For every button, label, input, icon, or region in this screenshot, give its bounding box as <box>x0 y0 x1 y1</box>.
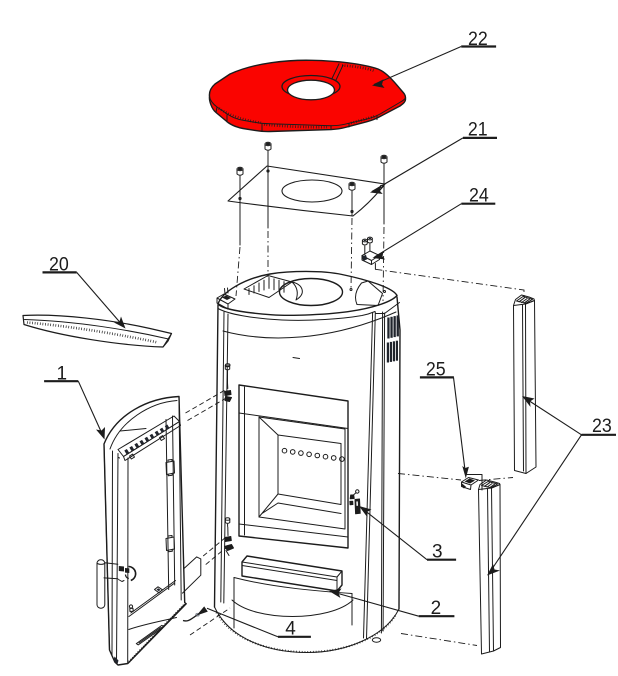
svg-text:20: 20 <box>49 254 69 275</box>
svg-text:3: 3 <box>432 542 443 563</box>
svg-text:25: 25 <box>426 359 446 380</box>
svg-text:1: 1 <box>57 363 68 384</box>
svg-text:23: 23 <box>592 416 612 437</box>
svg-text:22: 22 <box>468 29 488 50</box>
svg-text:2: 2 <box>431 598 442 619</box>
svg-text:24: 24 <box>469 186 489 207</box>
svg-text:4: 4 <box>285 619 296 640</box>
svg-text:21: 21 <box>468 120 488 141</box>
